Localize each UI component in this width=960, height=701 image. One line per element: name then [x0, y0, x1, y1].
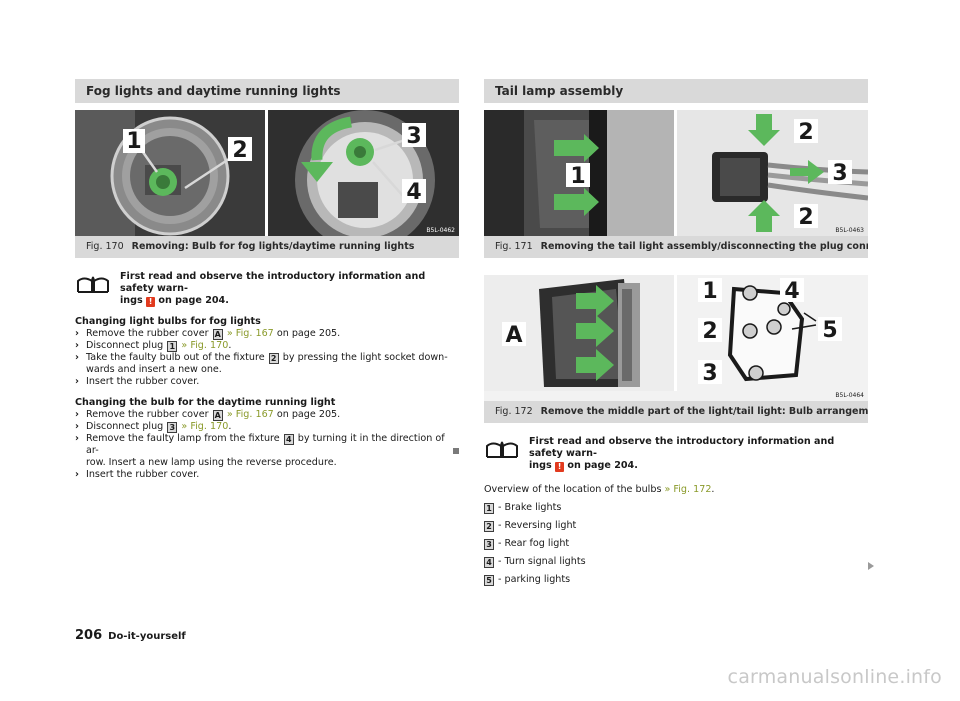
callout-bulb-4: 4 — [784, 279, 799, 304]
bulb-overview: Overview of the location of the bulbs » … — [484, 484, 868, 586]
chevron-right-icon: › — [75, 421, 79, 432]
figure-reference-link[interactable]: » Fig. 170 — [181, 421, 229, 432]
key-label: 4 — [283, 434, 294, 445]
square-end-icon — [453, 448, 459, 454]
step-item: ›Remove the rubber cover A » Fig. 167 on… — [75, 409, 341, 421]
key-label: 1 — [484, 502, 494, 514]
list-item: 3- Rear fog light — [484, 538, 868, 550]
callout-2: 2 — [232, 138, 247, 163]
section-header-fog-lights: Fog lights and daytime running lights — [75, 79, 459, 103]
callout-2-bottom: 2 — [798, 205, 813, 230]
list-item: 4- Turn signal lights — [484, 556, 868, 568]
section-header-tail-lamp: Tail lamp assembly — [484, 79, 868, 103]
callout-bulb-2: 2 — [702, 319, 717, 344]
figure-caption-text: Removing the tail light assembly/disconn… — [540, 241, 868, 252]
chevron-right-icon: › — [75, 328, 79, 339]
figure-reference-link[interactable]: » Fig. 170 — [181, 340, 229, 351]
figure-number: Fig. 171 — [495, 241, 533, 252]
chevron-right-icon: › — [75, 352, 79, 363]
callout-3: 3 — [406, 124, 421, 149]
callout-2-top: 2 — [798, 120, 813, 145]
manual-book-icon — [486, 441, 518, 458]
right-column: Tail lamp assembly 1 — [484, 79, 868, 586]
warning-exclamation-icon: ! — [555, 462, 565, 472]
step-item: ›Take the faulty bulb out of the fixture… — [75, 352, 448, 375]
manual-book-icon — [77, 276, 109, 293]
step-item: ›Disconnect plug 3 » Fig. 170. — [75, 421, 232, 433]
key-label: 2 — [268, 353, 279, 364]
key-label: 2 — [484, 520, 494, 532]
step-item: ›Remove the rubber cover A » Fig. 167 on… — [75, 328, 341, 340]
callout-A: A — [505, 323, 522, 348]
figure-reference-link[interactable]: » Fig. 167 — [226, 328, 274, 339]
key-label: 4 — [484, 556, 494, 568]
figure-171: 1 2 3 2 B5L-0463 — [484, 110, 868, 236]
footer-title: Do-it-yourself — [108, 631, 186, 642]
figure-170: 1 2 3 4 B5L-0462 — [75, 110, 459, 236]
figure-number: Fig. 172 — [495, 406, 533, 417]
key-label: A — [212, 329, 223, 340]
step-item: ›Disconnect plug 1 » Fig. 170. — [75, 340, 232, 352]
callout-4: 4 — [406, 180, 421, 205]
chevron-right-icon: › — [75, 469, 79, 480]
safety-notice-text: First read and observe the introductory … — [120, 271, 426, 307]
callout-3: 3 — [832, 161, 847, 186]
figure-number: Fig. 170 — [86, 241, 124, 252]
figure-code: B5L-0463 — [835, 227, 864, 234]
chevron-right-icon: › — [75, 409, 79, 420]
list-item: 2- Reversing light — [484, 520, 868, 532]
left-column: Fog lights and daytime running lights 1 … — [75, 79, 459, 481]
key-label: 3 — [167, 422, 178, 433]
step-item: ›Remove the faulty lamp from the fixture… — [75, 433, 445, 468]
key-label: 1 — [167, 341, 178, 352]
warning-exclamation-icon: ! — [146, 297, 156, 307]
figure-170-illustration: 1 2 3 4 — [75, 110, 459, 236]
key-label: A — [212, 410, 223, 421]
watermark: carmanualsonline.info — [727, 666, 942, 688]
step-item: ›Insert the rubber cover. — [75, 376, 200, 387]
list-item: 1- Brake lights — [484, 502, 868, 514]
callout-1: 1 — [570, 164, 585, 189]
key-label: 5 — [484, 574, 494, 586]
callout-1: 1 — [126, 129, 141, 154]
chevron-right-icon: › — [75, 340, 79, 351]
figure-caption-text: Remove the middle part of the light/tail… — [540, 406, 868, 417]
figure-172-caption: Fig. 172 Remove the middle part of the li… — [484, 401, 868, 423]
callout-bulb-1: 1 — [702, 279, 717, 304]
safety-notice: First read and observe the introductory … — [75, 271, 459, 307]
chevron-right-icon: › — [75, 433, 79, 444]
step-item: ›Insert the rubber cover. — [75, 469, 200, 480]
fog-light-instructions: Changing light bulbs for fog lights ›Rem… — [75, 316, 459, 481]
figure-reference-link[interactable]: » Fig. 167 — [226, 409, 274, 420]
figure-caption-text: Removing: Bulb for fog lights/daytime ru… — [131, 241, 415, 252]
page-footer: 206 Do-it-yourself — [75, 628, 186, 643]
figure-reference-link[interactable]: » Fig. 172 — [664, 484, 712, 495]
safety-notice: First read and observe the introductory … — [484, 436, 868, 472]
figure-171-illustration: 1 2 3 2 — [484, 110, 868, 236]
list-item: 5- parking lights — [484, 574, 868, 586]
figure-170-caption: Fig. 170 Removing: Bulb for fog lights/da… — [75, 236, 459, 258]
figure-172: A 1 2 3 4 5 B5L-0464 — [484, 275, 868, 401]
triangle-right-icon — [868, 562, 874, 570]
page-number: 206 — [75, 628, 103, 643]
key-label: 3 — [484, 538, 494, 550]
safety-notice-text: First read and observe the introductory … — [529, 436, 835, 472]
chevron-right-icon: › — [75, 376, 79, 387]
drl-heading: Changing the bulb for the daytime runnin… — [75, 397, 336, 408]
fog-light-heading: Changing light bulbs for fog lights — [75, 316, 261, 327]
figure-code: B5L-0462 — [426, 227, 455, 234]
figure-172-illustration: A 1 2 3 4 5 — [484, 275, 868, 391]
figure-code: B5L-0464 — [835, 392, 864, 399]
callout-bulb-5: 5 — [822, 318, 837, 343]
figure-171-caption: Fig. 171 Removing the tail light assembly… — [484, 236, 868, 258]
callout-bulb-3: 3 — [702, 361, 717, 386]
